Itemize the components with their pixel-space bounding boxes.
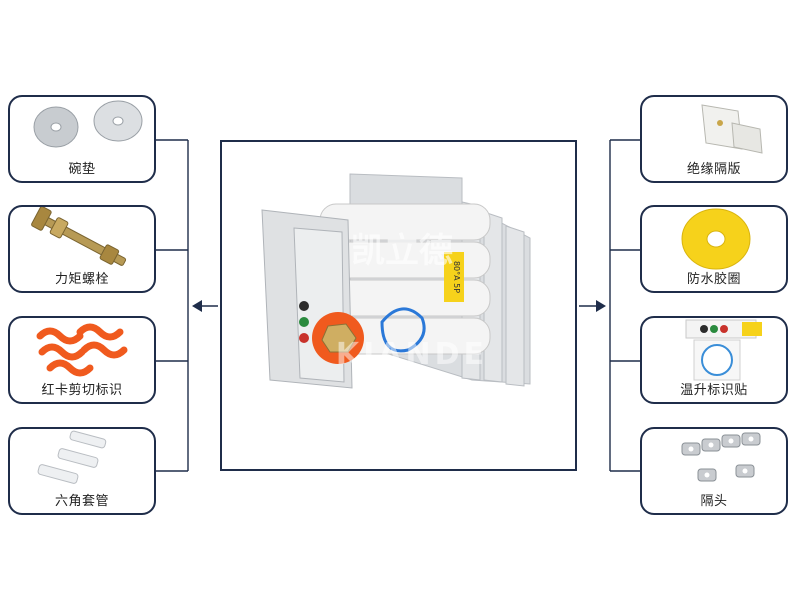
item-card-insulation-plate: 绝缘隔版 — [640, 95, 788, 183]
red-clip-icon — [36, 323, 128, 377]
item-label: 绝缘隔版 — [686, 162, 741, 177]
watermark-brand: 凯立德 — [351, 231, 453, 271]
spacer-icon — [681, 432, 761, 482]
washer-icon — [33, 100, 143, 148]
item-card-washer: 碗垫 — [8, 95, 156, 183]
busway-joint-icon: 80°A 5P 凯立德 KIANDE — [261, 173, 531, 389]
item-label: 防水胶圈 — [686, 272, 741, 287]
watermark-text: KIANDE — [336, 337, 488, 372]
item-label: 红卡剪切标识 — [41, 383, 123, 398]
item-card-waterproof-ring: 防水胶圈 — [640, 205, 788, 293]
item-card-spacer: 隔头 — [640, 427, 788, 515]
torque-bolt-icon — [31, 207, 127, 266]
left-arrow-icon — [192, 300, 202, 312]
item-label: 力矩螺栓 — [54, 272, 109, 287]
item-label: 隔头 — [700, 494, 728, 509]
item-card-hex-sleeve: 六角套管 — [8, 427, 156, 515]
waterproof-ring-icon — [681, 208, 751, 270]
item-label: 碗垫 — [68, 162, 96, 177]
item-card-torque-bolt: 力矩螺栓 — [8, 205, 156, 293]
item-label: 六角套管 — [54, 494, 109, 509]
right-arrow-icon — [596, 300, 606, 312]
sticker-text: 80°A 5P — [452, 261, 461, 293]
temperature-label-icon — [685, 319, 762, 381]
product-image-frame: 80°A 5P 凯立德 KIANDE — [220, 140, 577, 471]
insulation-plate-icon — [701, 104, 763, 154]
item-label: 温升标识贴 — [680, 383, 748, 398]
item-card-temperature-label: 温升标识贴 — [640, 316, 788, 404]
hex-sleeve-icon — [37, 430, 107, 484]
item-card-red-clip: 红卡剪切标识 — [8, 316, 156, 404]
